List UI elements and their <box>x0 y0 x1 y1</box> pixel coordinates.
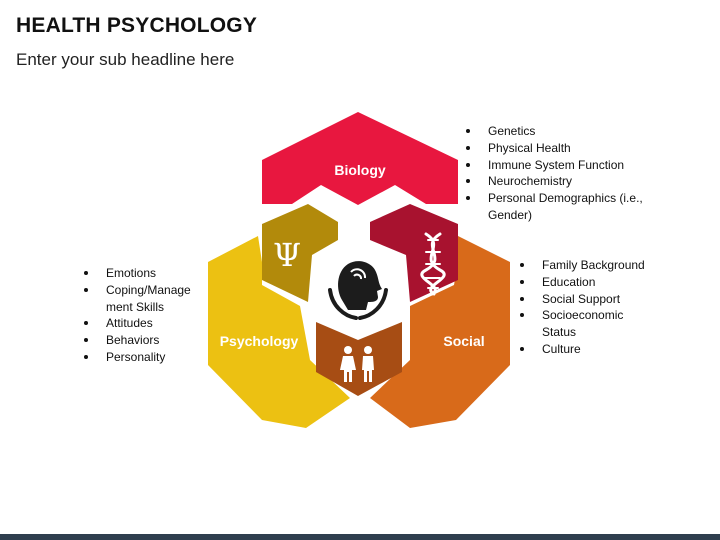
list-item: Culture <box>516 341 646 358</box>
list-item: Neurochemistry <box>462 173 652 190</box>
list-item: Attitudes <box>80 315 210 332</box>
psychology-factor-list: Emotions Coping/Manage ment Skills Attit… <box>80 265 210 366</box>
people-icon <box>340 346 374 382</box>
social-segment <box>370 236 510 428</box>
list-item: Personal Demographics (i.e., Gender) <box>462 190 652 224</box>
social-inner-piece <box>316 322 402 396</box>
psychology-inner-piece <box>262 204 338 302</box>
list-item: Personality <box>80 349 210 366</box>
psi-icon: Ψ <box>273 236 301 274</box>
biology-factor-list: Genetics Physical Health Immune System F… <box>462 123 652 224</box>
psychology-segment <box>208 236 350 428</box>
biology-segment <box>262 112 458 205</box>
list-item: Genetics <box>462 123 652 140</box>
list-item: Education <box>516 274 646 291</box>
page-title: HEALTH PSYCHOLOGY <box>16 14 258 37</box>
list-item: Socioeconomic Status <box>516 307 646 341</box>
list-item: Behaviors <box>80 332 210 349</box>
social-factor-list: Family Background Education Social Suppo… <box>516 257 646 358</box>
dna-icon <box>420 232 446 296</box>
footer-bar <box>0 534 720 540</box>
list-item: Coping/Manage ment Skills <box>80 282 210 316</box>
social-label: Social <box>443 333 484 349</box>
head-in-hands-icon <box>324 251 392 320</box>
biology-label: Biology <box>334 162 386 178</box>
page-subtitle: Enter your sub headline here <box>16 50 235 69</box>
list-item: Social Support <box>516 291 646 308</box>
list-item: Emotions <box>80 265 210 282</box>
psychology-label: Psychology <box>220 333 299 349</box>
list-item: Physical Health <box>462 140 652 157</box>
list-item: Immune System Function <box>462 157 652 174</box>
list-item: Family Background <box>516 257 646 274</box>
